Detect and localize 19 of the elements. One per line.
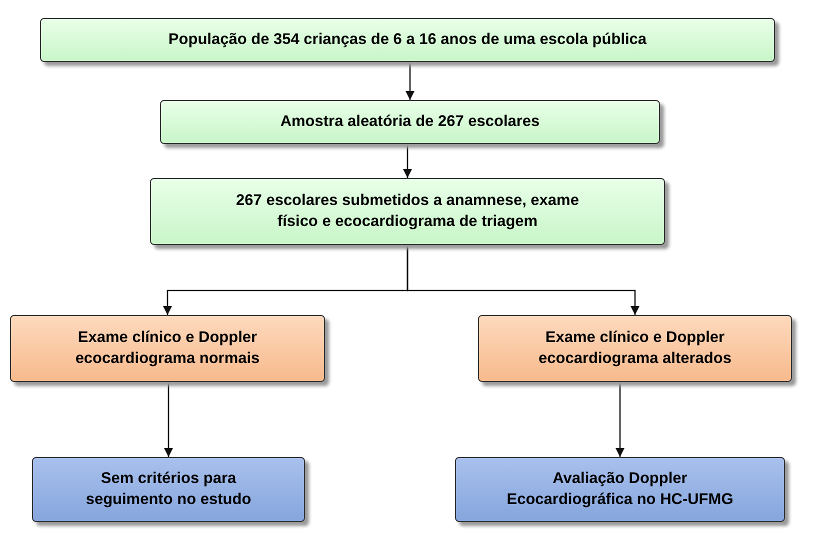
arrow bbox=[406, 245, 640, 315]
box-label: Amostra aleatória de 267 escolares bbox=[280, 112, 540, 132]
box-label: Avaliação Doppler Ecocardiográfica no HC-UFMG bbox=[506, 469, 734, 510]
process-box bbox=[10, 315, 325, 382]
process-box bbox=[32, 457, 305, 522]
process-box bbox=[40, 18, 775, 62]
process-box bbox=[455, 457, 785, 522]
box-label: População de 354 crianças de 6 a 16 anos de uma escola pública bbox=[168, 30, 647, 50]
box-label: 267 escolares submetidos a anamnese, exame físico e ecocardiograma de triagem bbox=[235, 191, 580, 232]
process-box bbox=[150, 178, 665, 245]
arrow bbox=[402, 144, 412, 178]
process-box bbox=[478, 315, 792, 382]
process-box bbox=[160, 100, 660, 144]
box-label: Exame clínico e Doppler ecocardiograma alterados bbox=[538, 328, 732, 368]
arrow bbox=[164, 382, 174, 457]
arrow bbox=[405, 62, 415, 100]
arrow bbox=[615, 382, 625, 457]
box-label: Exame clínico e Doppler ecocardiograma normais bbox=[74, 328, 261, 368]
box-label: Sem critérios para seguimento no estudo bbox=[84, 469, 252, 510]
